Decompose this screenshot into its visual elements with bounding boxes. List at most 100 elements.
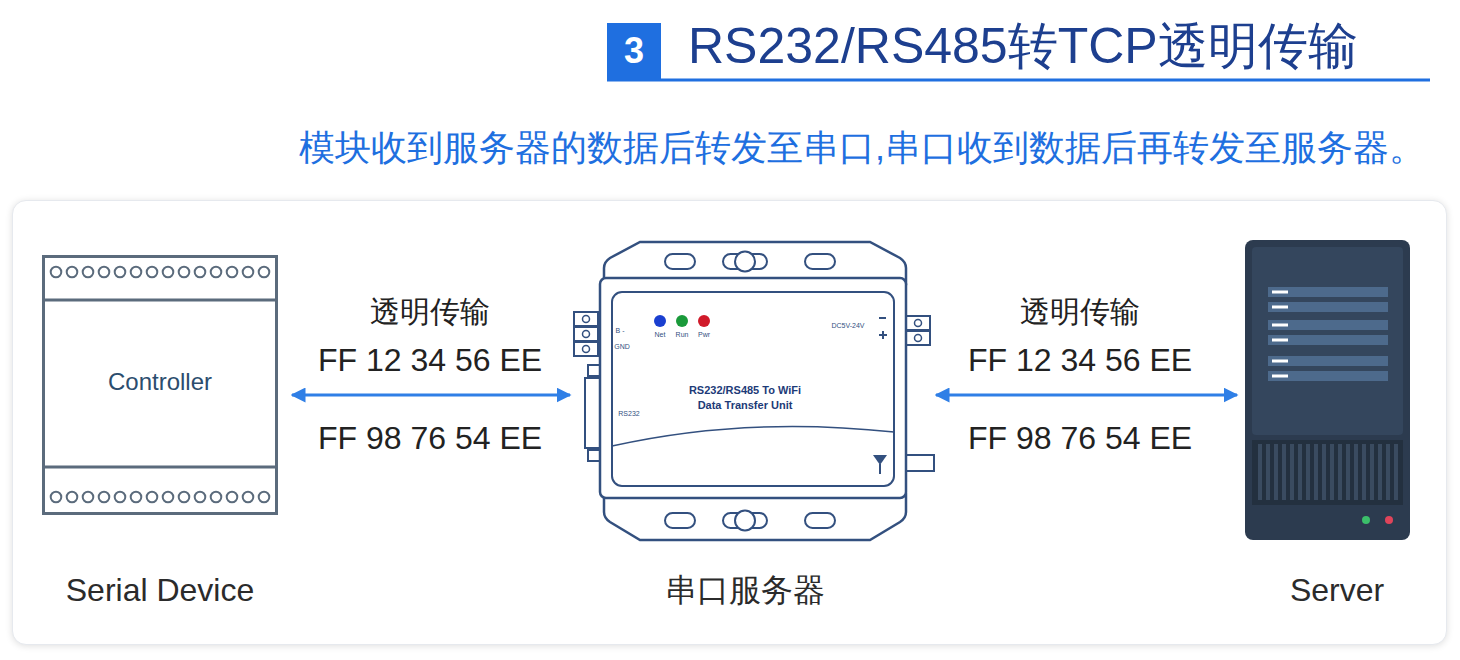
page-subtitle: 模块收到服务器的数据后转发至串口,串口收到数据后再转发至服务器。 — [299, 126, 1425, 169]
drive-bay — [1268, 356, 1388, 366]
label-holder: Run — [676, 331, 689, 339]
antenna-connector — [906, 455, 934, 471]
serial-device-box: ControllerSerial Device — [42, 255, 278, 515]
status-led — [1362, 516, 1370, 524]
pin-name: GND — [614, 343, 630, 351]
screw-terminal — [574, 312, 598, 326]
server-box: Server — [1245, 240, 1410, 540]
status-led — [1385, 516, 1393, 524]
terminal-strip-edge — [44, 466, 277, 469]
power-terminal — [906, 316, 930, 330]
minus-symbol — [879, 317, 886, 319]
power-terminal — [906, 331, 930, 345]
front-panel — [612, 292, 894, 486]
unit-name: RS232/RS485 To WiFi Data Transfer Unit — [682, 383, 808, 414]
drive-handle — [1272, 291, 1288, 294]
transfer-mode: 透明传输 — [1020, 294, 1140, 330]
title-holder: RS232/RS485转TCP透明传输 — [688, 16, 1358, 76]
transfer-mode: 透明传输 — [370, 294, 490, 330]
screw-terminal — [574, 342, 598, 356]
data-frame: FF 12 34 56 EE — [318, 341, 542, 379]
pin-name: B - — [616, 327, 625, 335]
label-holder: 透明传输 — [1020, 294, 1140, 330]
run-led — [676, 315, 688, 327]
data-frame: FF 12 34 56 EE — [968, 341, 1192, 379]
label-holder: B - — [616, 327, 625, 335]
mounting-hole — [805, 254, 835, 269]
drive-bay — [1268, 287, 1388, 297]
net-led — [654, 315, 666, 327]
drive-handle — [1272, 339, 1288, 342]
label-holder: FF 98 76 54 EE — [968, 419, 1192, 457]
vent-panel — [1252, 440, 1403, 505]
screw-head — [915, 335, 922, 342]
label-holder: FF 12 34 56 EE — [968, 341, 1192, 379]
bidirectional-arrow — [936, 394, 1237, 397]
led-name: Pwr — [698, 331, 710, 339]
screw-head — [583, 331, 590, 338]
mounting-hole — [805, 513, 835, 528]
antenna-symbol — [879, 464, 881, 474]
serial-server-box: RS232/RS485 To WiFi Data Transfer Unit串口… — [574, 238, 930, 548]
plus-symbol — [882, 331, 884, 339]
drive-bay — [1268, 371, 1388, 381]
device-caption: Server — [1290, 571, 1384, 609]
device-name: Controller — [108, 368, 212, 397]
device-caption: Serial Device — [66, 571, 255, 609]
label-holder: Pwr — [698, 331, 710, 339]
drive-handle — [1272, 360, 1288, 363]
label-holder: 透明传输 — [370, 294, 490, 330]
antenna-symbol — [873, 455, 887, 465]
vent-grill — [1258, 444, 1398, 500]
drive-handle — [1272, 324, 1288, 327]
terminal-strip-edge — [44, 299, 277, 302]
serial-server-drawing — [574, 242, 934, 540]
mounting-hole — [735, 511, 755, 531]
label-holder: FF 98 76 54 EE — [318, 419, 542, 457]
data-frame: FF 98 76 54 EE — [318, 419, 542, 457]
text-holder: Server — [1290, 571, 1384, 609]
mounting-hole — [735, 252, 755, 272]
drive-bay — [1268, 335, 1388, 345]
text-holder: Controller — [108, 368, 212, 397]
title-underline — [607, 79, 1430, 82]
label-holder: DC5V-24V — [831, 322, 864, 330]
callout-number: 3 — [624, 33, 644, 69]
controller-housing — [44, 257, 277, 514]
server-drawing — [1245, 240, 1410, 540]
power-rating: DC5V-24V — [831, 322, 864, 330]
screw-head — [583, 316, 590, 323]
label-holder: RS232 — [618, 410, 639, 418]
callout-badge: 3 — [607, 23, 661, 79]
label-holder: FF 12 34 56 EE — [318, 341, 542, 379]
screw-head — [583, 346, 590, 353]
label-holder: GND — [614, 343, 630, 351]
port-tab — [588, 365, 600, 376]
unit-housing — [600, 278, 906, 498]
drive-bay — [1268, 320, 1388, 330]
page-title: RS232/RS485转TCP透明传输 — [688, 16, 1358, 76]
terminal-row — [48, 262, 272, 282]
device-caption: 串口服务器 — [665, 571, 825, 609]
caption-holder: 模块收到服务器的数据后转发至串口,串口收到数据后再转发至服务器。 — [299, 126, 1425, 169]
controller-drawing — [44, 257, 277, 514]
port-name: RS232 — [618, 410, 639, 418]
text-holder: 串口服务器 — [665, 571, 825, 609]
data-frame: FF 98 76 54 EE — [968, 419, 1192, 457]
mounting-flange — [604, 494, 906, 540]
drive-bay — [1268, 302, 1388, 312]
text-holder: RS232/RS485 To WiFi Data Transfer Unit — [682, 383, 808, 414]
screw-terminal — [574, 327, 598, 341]
drive-handle — [1272, 306, 1288, 309]
server-case — [1245, 240, 1410, 540]
led-name: Run — [676, 331, 689, 339]
led-name: Net — [655, 331, 666, 339]
screw-head — [915, 320, 922, 327]
panel-swoosh — [612, 426, 894, 446]
bidirectional-arrow — [292, 394, 570, 397]
